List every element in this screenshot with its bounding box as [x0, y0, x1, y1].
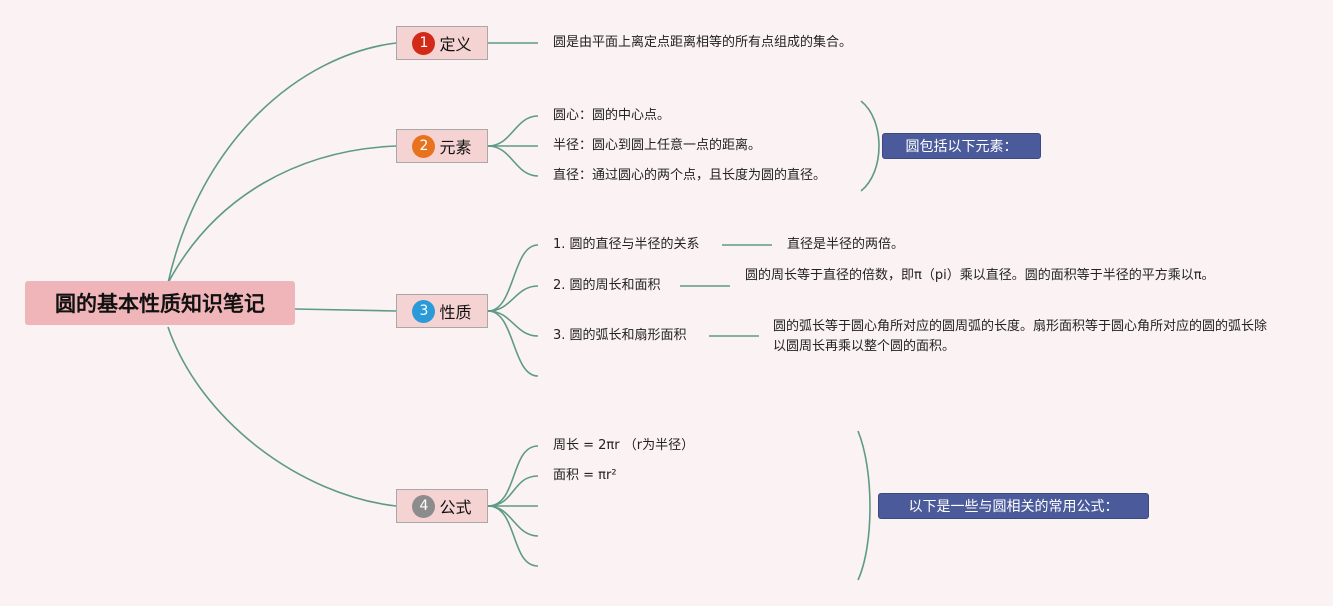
- branch-label: 公式: [439, 498, 472, 517]
- summary-bracket-elements: [860, 100, 880, 192]
- branch-elements[interactable]: 2 元素: [396, 129, 488, 163]
- connector-root-properties: [294, 308, 397, 312]
- connector-root-definition: [167, 42, 397, 284]
- branch-properties[interactable]: 3 性质: [396, 294, 488, 328]
- number-badge-3: 3: [412, 299, 436, 323]
- connector-properties-1: [487, 244, 539, 312]
- number-badge-4: 4: [412, 494, 436, 518]
- number-badge-1: 1: [412, 31, 436, 55]
- branch-label: 定义: [439, 35, 472, 54]
- connector-formulas-5: [487, 505, 539, 567]
- connector-root-formulas: [167, 326, 397, 507]
- root-topic[interactable]: 圆的基本性质知识笔记: [25, 281, 295, 325]
- property-item-2[interactable]: 2. 圆的周长和面积: [553, 278, 661, 293]
- property-detail-3[interactable]: 圆的弧长等于圆心角所对应的圆周弧的长度。扇形面积等于圆心角所对应的圆的弧长除以圆…: [773, 319, 1268, 354]
- formula-circumference[interactable]: 周长 = 2πr （r为半径）: [553, 438, 695, 453]
- property-detail-1[interactable]: 直径是半径的两倍。: [787, 237, 905, 252]
- elements-summary[interactable]: 圆包括以下元素：: [882, 133, 1041, 159]
- definition-text[interactable]: 圆是由平面上离定点距离相等的所有点组成的集合。: [553, 35, 853, 50]
- connector-properties-4: [487, 310, 539, 377]
- number-badge-2: 2: [412, 134, 436, 158]
- element-item-radius[interactable]: 半径：圆心到圆上任意一点的距离。: [553, 138, 762, 153]
- property-item-1[interactable]: 1. 圆的直径与半径的关系: [553, 237, 700, 252]
- connector-properties-2: [487, 285, 539, 312]
- connector-elements-1: [487, 115, 539, 147]
- property-detail-2[interactable]: 圆的周长等于直径的倍数，即π（pi）乘以直径。圆的面积等于半径的平方乘以π。: [745, 268, 1215, 283]
- branch-formulas[interactable]: 4 公式: [396, 489, 488, 523]
- connector-formulas-2: [487, 475, 539, 507]
- element-item-diameter[interactable]: 直径：通过圆心的两个点，且长度为圆的直径。: [553, 168, 827, 183]
- formulas-summary[interactable]: 以下是一些与圆相关的常用公式：: [878, 493, 1149, 519]
- formula-area[interactable]: 面积 = πr²: [553, 468, 617, 483]
- connector-properties-3: [487, 310, 539, 337]
- element-item-center[interactable]: 圆心：圆的中心点。: [553, 108, 671, 123]
- connector-elements-3: [487, 145, 539, 177]
- branch-label: 性质: [439, 303, 472, 322]
- property-item-3[interactable]: 3. 圆的弧长和扇形面积: [553, 328, 687, 343]
- summary-bracket-formulas: [857, 430, 871, 581]
- branch-definition[interactable]: 1 定义: [396, 26, 488, 60]
- branch-label: 元素: [439, 138, 472, 157]
- connector-formulas-1: [487, 445, 539, 507]
- connector-root-elements: [167, 145, 397, 284]
- connector-formulas-4: [487, 505, 539, 537]
